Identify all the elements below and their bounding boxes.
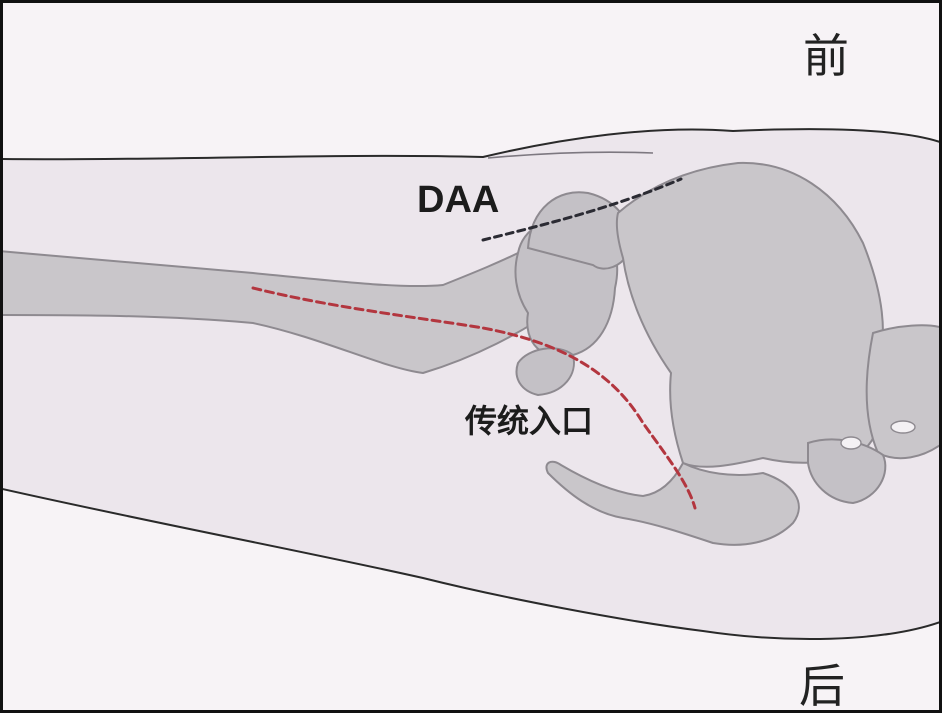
femur-bone	[3, 246, 565, 375]
ischium-pubis	[545, 460, 800, 546]
front-direction-label: 前	[803, 29, 849, 83]
skin-fold-line	[487, 151, 654, 159]
femoral-neck	[526, 191, 633, 270]
traditional-approach-label: 传统入口	[465, 402, 594, 440]
lesser-trochanter	[515, 347, 575, 397]
sacral-foramen	[840, 436, 862, 450]
hip-anatomy-illustration	[3, 128, 939, 641]
sacrum	[865, 324, 939, 460]
sacral-foramen	[890, 420, 916, 434]
traditional-incision-line	[251, 286, 697, 510]
back-direction-label: 后	[799, 659, 845, 713]
daa-label: DAA	[417, 179, 500, 221]
daa-incision-line	[481, 177, 683, 242]
